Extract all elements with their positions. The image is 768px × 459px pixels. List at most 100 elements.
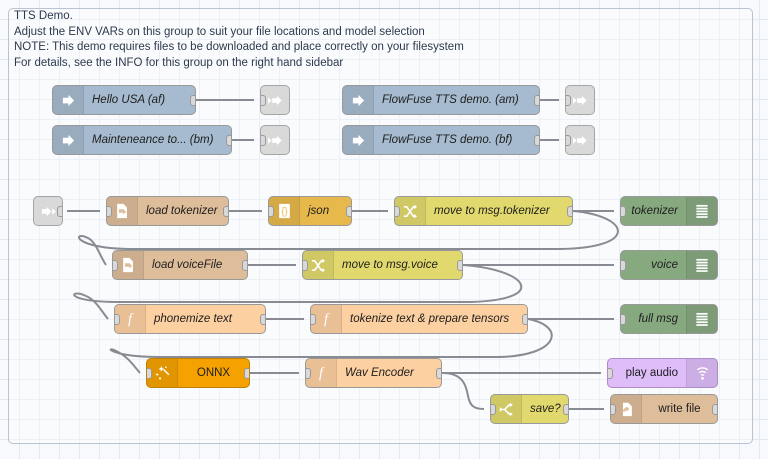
output-port[interactable]	[522, 314, 527, 325]
svg-text:f: f	[324, 311, 330, 327]
file-in-icon	[107, 197, 138, 225]
node-debug-full-msg[interactable]: full msg	[620, 304, 718, 334]
change-shuffle-icon	[395, 197, 426, 225]
node-save-switch[interactable]: save?	[490, 394, 569, 424]
input-port[interactable]	[147, 368, 152, 379]
node-inject-hello-usa[interactable]: Hello USA (af)	[52, 85, 196, 115]
node-inject-am[interactable]: FlowFuse TTS demo. (am)	[342, 85, 540, 115]
input-port[interactable]	[621, 260, 626, 271]
node-label: load voiceFile	[152, 259, 223, 271]
debug-lines-icon	[686, 197, 717, 225]
input-port[interactable]	[107, 206, 112, 217]
debug-enable-button[interactable]	[717, 251, 718, 280]
input-port[interactable]	[115, 314, 120, 325]
input-port[interactable]	[566, 135, 571, 146]
audio-waves-icon	[686, 359, 717, 387]
node-link-out-4[interactable]	[565, 125, 595, 155]
node-debug-tokenizer[interactable]: tokenizer	[620, 196, 718, 226]
link-out-icon	[566, 86, 594, 114]
input-port[interactable]	[395, 206, 400, 217]
input-port[interactable]	[566, 95, 571, 106]
node-phonemize-text[interactable]: f phonemize text	[114, 304, 266, 334]
output-port[interactable]	[346, 206, 351, 217]
inject-trigger-button[interactable]	[52, 86, 53, 115]
output-port[interactable]	[712, 404, 717, 415]
node-label: Wav Encoder	[345, 367, 414, 379]
input-port[interactable]	[261, 95, 266, 106]
link-in-icon	[34, 197, 62, 225]
node-label: save?	[530, 403, 561, 415]
node-label: json	[308, 205, 330, 217]
node-move-to-msg-voice[interactable]: move to msg.voice	[302, 250, 463, 280]
output-port[interactable]	[457, 260, 462, 271]
node-label: move to msg.tokenizer	[434, 205, 550, 217]
node-load-tokenizer[interactable]: load tokenizer	[106, 196, 229, 226]
output-port[interactable]	[260, 314, 265, 325]
node-tokenize-text[interactable]: f tokenize text & prepare tensors	[310, 304, 528, 334]
node-label: FlowFuse TTS demo. (am)	[382, 94, 519, 106]
node-link-out-2[interactable]	[260, 125, 290, 155]
node-debug-voice[interactable]: voice	[620, 250, 718, 280]
input-port[interactable]	[621, 314, 626, 325]
play-audio-button[interactable]	[717, 359, 718, 388]
svg-text:f: f	[128, 311, 134, 327]
node-load-voicefile[interactable]: load voiceFile	[112, 250, 248, 280]
node-inject-bf[interactable]: FlowFuse TTS demo. (bf)	[342, 125, 540, 155]
output-port[interactable]	[534, 95, 539, 106]
node-label: Hello USA (af)	[92, 94, 166, 106]
output-port[interactable]	[436, 368, 441, 379]
input-port[interactable]	[608, 368, 613, 379]
change-shuffle-icon	[303, 251, 334, 279]
input-port[interactable]	[306, 368, 311, 379]
node-write-file[interactable]: write file	[610, 394, 718, 424]
output-port[interactable]	[534, 135, 539, 146]
node-json[interactable]: {} json	[268, 196, 352, 226]
output-port[interactable]	[242, 260, 247, 271]
node-label: voice	[651, 259, 678, 271]
switch-branch-icon	[491, 395, 522, 423]
input-port[interactable]	[261, 135, 266, 146]
output-port[interactable]	[223, 206, 228, 217]
input-port[interactable]	[611, 404, 616, 415]
debug-lines-icon	[686, 251, 717, 279]
inject-trigger-button[interactable]	[342, 126, 343, 155]
debug-enable-button[interactable]	[717, 305, 718, 334]
debug-enable-button[interactable]	[717, 197, 718, 226]
node-link-out-1[interactable]	[260, 85, 290, 115]
link-out-icon	[261, 86, 289, 114]
function-f-icon: f	[306, 359, 337, 387]
input-port[interactable]	[311, 314, 316, 325]
file-out-icon	[611, 395, 642, 423]
input-port[interactable]	[621, 206, 626, 217]
node-inject-maintenance[interactable]: Mainteneance to... (bm)	[52, 125, 232, 155]
input-port[interactable]	[491, 404, 496, 415]
node-link-out-3[interactable]	[565, 85, 595, 115]
node-label: tokenizer	[631, 205, 678, 217]
node-label: play audio	[625, 367, 678, 379]
inject-trigger-button[interactable]	[52, 126, 53, 155]
node-label: move to msg.voice	[342, 259, 438, 271]
output-port[interactable]	[563, 404, 568, 415]
node-link-in-1[interactable]	[33, 196, 63, 226]
node-label: phonemize text	[154, 313, 232, 325]
node-move-to-msg-tokenizer[interactable]: move to msg.tokenizer	[394, 196, 573, 226]
svg-text:f: f	[319, 365, 325, 381]
inject-arrow-icon	[343, 86, 374, 114]
inject-trigger-button[interactable]	[342, 86, 343, 115]
output-port[interactable]	[567, 206, 572, 217]
node-onnx[interactable]: ONNX	[146, 358, 250, 388]
link-out-icon	[261, 126, 289, 154]
output-port[interactable]	[57, 206, 62, 217]
output-port[interactable]	[244, 368, 249, 379]
link-out-icon	[566, 126, 594, 154]
output-port[interactable]	[226, 135, 231, 146]
node-wav-encoder[interactable]: f Wav Encoder	[305, 358, 442, 388]
node-play-audio[interactable]: play audio	[607, 358, 718, 388]
function-f-icon: f	[115, 305, 146, 333]
input-port[interactable]	[113, 260, 118, 271]
input-port[interactable]	[303, 260, 308, 271]
input-port[interactable]	[269, 206, 274, 217]
output-port[interactable]	[190, 95, 195, 106]
inject-arrow-icon	[53, 126, 84, 154]
